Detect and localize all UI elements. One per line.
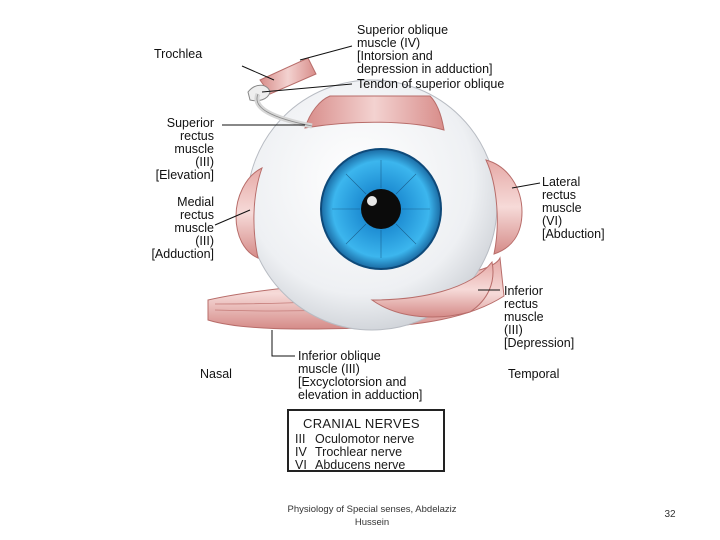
temporal-label: Temporal <box>508 367 560 381</box>
label-line: muscle <box>542 201 582 215</box>
page-number: 32 <box>664 509 676 520</box>
label-line: (III) <box>504 323 523 337</box>
label-line: [Depression] <box>504 336 575 350</box>
nerve-name: Abducens nerve <box>315 458 406 472</box>
inferior-oblique-label: Inferior oblique muscle (III) [Excycloto… <box>298 350 422 402</box>
nerve-number: IV <box>295 445 307 459</box>
trochlea-label: Trochlea <box>154 47 203 61</box>
medial-rectus-label: Medial rectus muscle (III) [Adduction] <box>130 196 214 261</box>
label-line: (III) <box>195 234 214 248</box>
label-line: elevation in adduction] <box>298 388 423 402</box>
label-line: Inferior oblique <box>298 349 381 363</box>
pupil <box>361 189 401 229</box>
label-line: [Elevation] <box>155 168 214 182</box>
slide-footer: Physiology of Special senses, Abdelaziz … <box>262 503 482 529</box>
legend-row: IV Trochlear nerve <box>295 445 402 459</box>
inferior-rectus-muscle <box>370 260 494 318</box>
label-line: (VI) <box>542 214 563 228</box>
nerve-name: Oculomotor nerve <box>315 432 415 446</box>
superior-rectus-label: Superior rectus muscle (III) [Elevation] <box>130 117 214 182</box>
nerve-number: VI <box>295 458 307 472</box>
superior-rectus-muscle <box>304 95 445 131</box>
label-line: Inferior <box>504 284 543 298</box>
nerve-number: III <box>295 432 306 446</box>
cranial-nerves-legend: CRANIAL NERVES III Oculomotor nerve IV Tro… <box>287 409 445 472</box>
label-line: muscle <box>174 142 214 156</box>
label-line: Lateral <box>542 175 581 189</box>
footer-line: Physiology of Special senses, Abdelaziz <box>287 504 457 515</box>
label-line: muscle (III) <box>298 362 360 376</box>
label-line: rectus <box>504 297 539 311</box>
label-line: rectus <box>179 129 214 143</box>
footer-line: Hussein <box>354 517 390 528</box>
label-line: muscle (IV) <box>357 36 421 50</box>
label-line: muscle <box>174 221 214 235</box>
label-line: Medial <box>177 195 214 209</box>
legend-title: CRANIAL NERVES <box>303 416 420 431</box>
label-line: [Intorsion and <box>357 49 433 63</box>
label-line: (III) <box>195 155 214 169</box>
nasal-label: Nasal <box>200 367 232 381</box>
inferior-rectus-label: Inferior rectus muscle (III) [Depression… <box>504 285 574 350</box>
label-line: [Abduction] <box>542 227 605 241</box>
lateral-rectus-muscle <box>485 159 523 255</box>
nerve-name: Trochlear nerve <box>315 445 403 459</box>
label-line: Superior <box>166 116 214 130</box>
label-line: depression in adduction] <box>357 62 493 76</box>
label-line: [Adduction] <box>151 247 214 261</box>
label-line: rectus <box>179 208 214 222</box>
superior-oblique-label: Superior oblique muscle (IV) [Intorsion … <box>357 24 493 76</box>
tendon-superior-oblique-label: Tendon of superior oblique <box>357 77 505 91</box>
label-line: Superior oblique <box>357 23 449 37</box>
medial-rectus-muscle <box>235 167 263 259</box>
legend-row: VI Abducens nerve <box>295 458 405 472</box>
label-line: rectus <box>542 188 577 202</box>
label-line: [Excyclotorsion and <box>298 375 407 389</box>
lateral-rectus-label: Lateral rectus muscle (VI) [Abduction] <box>542 176 605 241</box>
label-line: muscle <box>504 310 544 324</box>
legend-row: III Oculomotor nerve <box>295 432 414 446</box>
